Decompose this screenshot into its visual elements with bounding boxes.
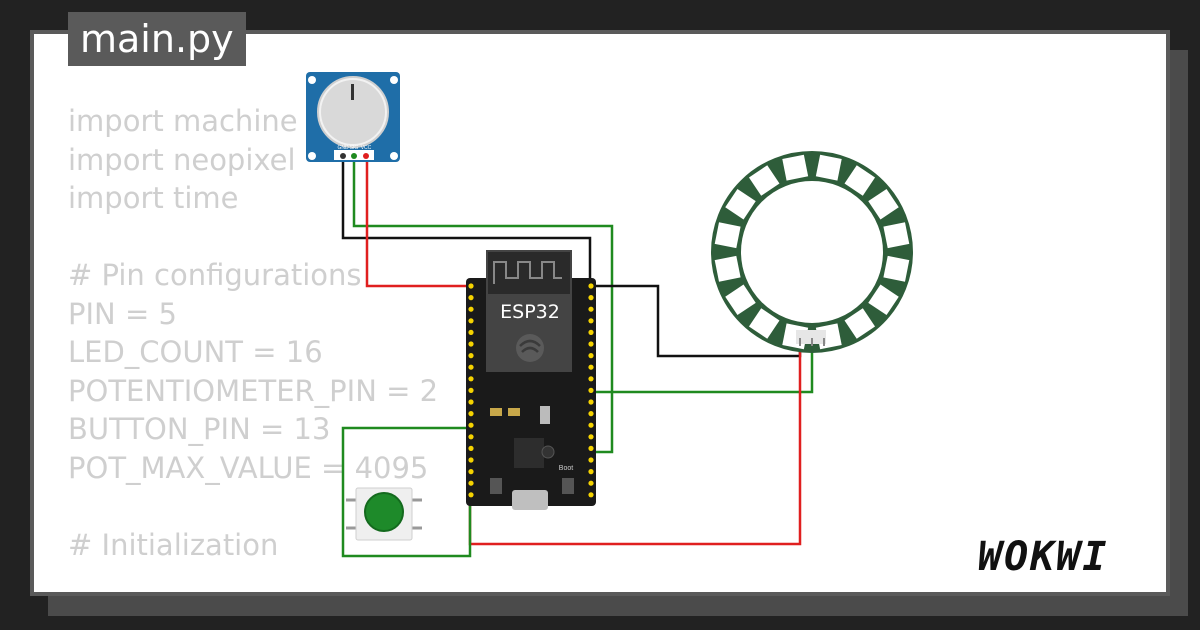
code-line: BUTTON_PIN = 13	[68, 412, 331, 446]
pot-pin-label-sig: SIG	[350, 145, 359, 151]
ring-led	[714, 255, 741, 282]
ring-led	[844, 165, 876, 196]
code-line: POTENTIOMETER_PIN = 2	[68, 373, 439, 408]
code-preview: import machine import neopixel import time…	[68, 102, 438, 564]
wire-pot-gnd[interactable]	[341, 160, 592, 288]
ring-led	[883, 222, 910, 249]
wokwi-logo: WOKWI	[978, 534, 1109, 580]
ring-led	[748, 308, 780, 339]
boot-button[interactable]	[562, 478, 574, 494]
wire-ring-din[interactable]	[592, 342, 814, 394]
header-pin[interactable]	[588, 399, 594, 405]
boot-button-label: Boot	[559, 465, 573, 472]
header-pin[interactable]	[588, 283, 594, 289]
header-pin[interactable]	[468, 387, 474, 393]
header-pin[interactable]	[468, 353, 474, 359]
ring-led	[748, 165, 780, 196]
header-pin[interactable]	[468, 434, 474, 440]
code-line: POT_MAX_VALUE = 4095	[68, 450, 429, 485]
ring-led	[868, 188, 899, 220]
code-line: import time	[68, 181, 239, 215]
ring-led	[868, 284, 899, 316]
push-button[interactable]	[346, 487, 422, 541]
wire-pot-sig[interactable]	[352, 160, 614, 454]
header-pin[interactable]	[468, 411, 474, 417]
header-pin[interactable]	[468, 306, 474, 312]
header-pin[interactable]	[588, 364, 594, 370]
button-cap[interactable]	[364, 492, 404, 532]
header-pin[interactable]	[588, 457, 594, 463]
header-pin[interactable]	[468, 341, 474, 347]
ring-led	[815, 154, 842, 181]
header-pin[interactable]	[468, 492, 474, 498]
ring-led	[844, 308, 876, 339]
ring-led	[883, 255, 910, 282]
potentiometer[interactable]: GND SIG VCC	[306, 72, 400, 162]
ring-leds	[714, 154, 910, 350]
board-pins-right[interactable]	[588, 283, 594, 498]
knob-indicator	[351, 84, 354, 100]
header-pin[interactable]	[468, 295, 474, 301]
header-pin[interactable]	[588, 329, 594, 335]
code-line: # Pin configurations	[68, 258, 362, 292]
header-pin[interactable]	[468, 399, 474, 405]
header-pin[interactable]	[588, 295, 594, 301]
canvas-card	[30, 30, 1170, 596]
en-button[interactable]	[490, 478, 502, 494]
pot-pin-label-vcc: VCC	[361, 145, 372, 151]
wires	[341, 160, 814, 558]
header-pin[interactable]	[588, 469, 594, 475]
header-pin[interactable]	[468, 480, 474, 486]
code-line: LED_COUNT = 16	[68, 335, 323, 369]
header-pin[interactable]	[588, 318, 594, 324]
ring-led	[725, 284, 756, 316]
header-pin[interactable]	[468, 445, 474, 451]
esp32-board[interactable]: ESP32 Boot	[466, 250, 596, 510]
pot-pin-label-gnd: GND	[337, 145, 349, 151]
header-pin[interactable]	[468, 376, 474, 382]
wire-button-gnd[interactable]	[341, 426, 472, 558]
header-pin[interactable]	[588, 445, 594, 451]
usb-port-icon	[512, 490, 548, 510]
neopixel-ring[interactable]	[711, 151, 913, 353]
header-pin[interactable]	[588, 376, 594, 382]
board-pins-left[interactable]	[468, 283, 474, 498]
code-line: import neopixel	[68, 142, 296, 177]
header-pin[interactable]	[468, 318, 474, 324]
header-pin[interactable]	[468, 364, 474, 370]
header-pin[interactable]	[468, 329, 474, 335]
ring-led	[725, 188, 756, 220]
wire-pot-vcc[interactable]	[365, 160, 470, 288]
header-pin[interactable]	[468, 283, 474, 289]
code-line: PIN = 5	[68, 296, 177, 331]
ring-led	[714, 222, 741, 249]
board-label: ESP32	[500, 301, 560, 323]
header-pin[interactable]	[588, 341, 594, 347]
header-pin[interactable]	[588, 306, 594, 312]
header-pin[interactable]	[468, 469, 474, 475]
code-line: import machine	[68, 104, 298, 138]
header-pin[interactable]	[588, 422, 594, 428]
header-pin[interactable]	[588, 480, 594, 486]
ring-led	[782, 154, 809, 181]
header-pin[interactable]	[588, 411, 594, 417]
header-pin[interactable]	[468, 422, 474, 428]
header-pin[interactable]	[588, 353, 594, 359]
header-pin[interactable]	[588, 492, 594, 498]
file-tab-main-py[interactable]: main.py	[68, 12, 246, 66]
header-pin[interactable]	[588, 434, 594, 440]
header-pin[interactable]	[588, 387, 594, 393]
code-line: # Initialization	[68, 527, 279, 562]
header-pin[interactable]	[468, 457, 474, 463]
